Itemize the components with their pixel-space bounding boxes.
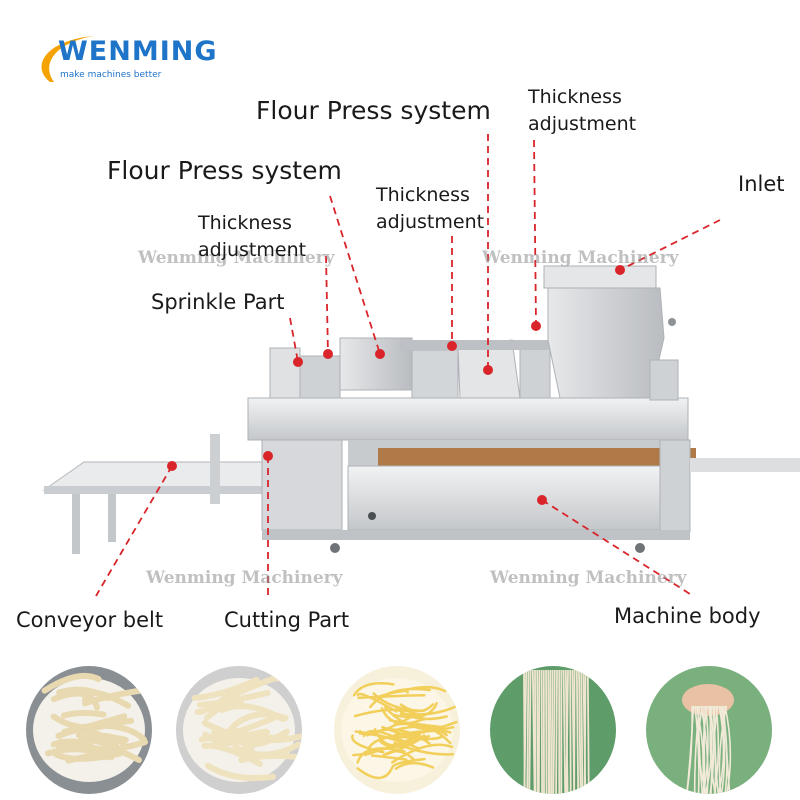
- label-thickness-3-line1: Thickness: [528, 86, 622, 108]
- inlet-hopper-part: [543, 265, 679, 401]
- dot-flour-press-2: [483, 365, 493, 375]
- leader-thickness-3: [533, 139, 537, 325]
- dot-inlet: [615, 265, 625, 275]
- label-thickness-2: Thickness adjustment: [376, 182, 484, 236]
- dot-sprinkle: [293, 357, 303, 367]
- leader-machine-body: [541, 499, 691, 595]
- leader-conveyor: [95, 465, 173, 597]
- flat-noodles-photo: [176, 666, 302, 794]
- machine-body-part: [247, 397, 800, 553]
- dot-conveyor: [167, 461, 177, 471]
- leader-lines: [95, 134, 721, 598]
- leader-sprinkle: [289, 317, 299, 363]
- hand-held-noodles-photo: [646, 666, 772, 794]
- label-thickness-1: Thickness adjustment: [198, 210, 306, 264]
- dot-flour-press-1: [375, 349, 385, 359]
- dot-thickness-1: [323, 349, 333, 359]
- label-thickness-3-line2: adjustment: [528, 113, 637, 135]
- label-flour-press-2: Flour Press system: [256, 96, 491, 125]
- wide-flat-noodles-photo: [26, 666, 152, 794]
- watermark-3: Wenming Machinery: [146, 568, 343, 588]
- brand-tagline: make machines better: [60, 70, 162, 80]
- label-cutting: Cutting Part: [224, 608, 350, 632]
- label-thickness-1-line1: Thickness: [198, 212, 292, 234]
- label-inlet: Inlet: [738, 172, 785, 196]
- dot-thickness-2: [447, 341, 457, 351]
- dot-cutting: [263, 451, 273, 461]
- label-thickness-1-line2: adjustment: [198, 239, 307, 261]
- leader-inlet: [619, 219, 721, 271]
- yellow-round-noodles-photo: [334, 666, 460, 794]
- watermark-1: Wenming Machinery: [138, 248, 335, 268]
- label-thickness-2-line1: Thickness: [376, 184, 470, 206]
- conveyor-belt-part: [42, 434, 301, 554]
- label-sprinkle: Sprinkle Part: [151, 290, 285, 314]
- label-thickness-2-line2: adjustment: [376, 211, 485, 233]
- label-conveyor: Conveyor belt: [16, 608, 164, 632]
- noodle-photos-row: [0, 660, 800, 800]
- press-rollers-part: [269, 337, 551, 399]
- leader-thickness-1: [325, 255, 329, 355]
- label-flour-press-1: Flour Press system: [107, 156, 342, 185]
- watermark-4: Wenming Machinery: [490, 568, 687, 588]
- leader-dots: [167, 265, 625, 505]
- label-machine-body: Machine body: [614, 604, 761, 628]
- hanging-noodles-photo: [490, 666, 616, 794]
- brand-name: WENMING: [58, 36, 218, 67]
- dot-machine-body: [537, 495, 547, 505]
- watermark-2: Wenming Machinery: [482, 248, 679, 268]
- leader-flour-press-1: [329, 195, 381, 355]
- logo-swoosh: [41, 36, 94, 82]
- brand-logo: [41, 36, 94, 82]
- dot-thickness-3: [531, 321, 541, 331]
- label-thickness-3: Thickness adjustment: [528, 84, 636, 138]
